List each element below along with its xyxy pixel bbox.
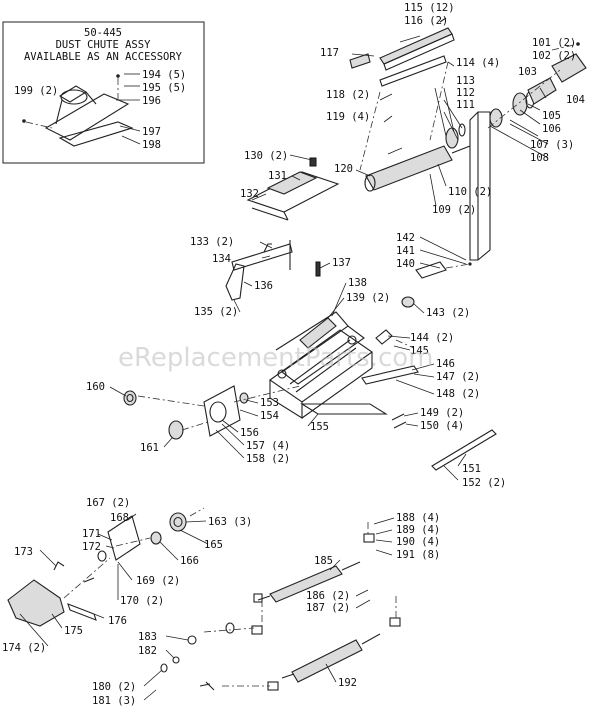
label-196: 196	[142, 95, 161, 107]
label-133: 133 (2)	[190, 236, 234, 248]
label-109: 109 (2)	[432, 204, 476, 216]
label-105: 105	[542, 110, 561, 122]
label-151: 151	[462, 463, 481, 475]
label-142: 142	[396, 232, 415, 244]
label-114: 114 (4)	[456, 57, 500, 69]
label-131: 131	[268, 170, 287, 182]
label-168: 168	[110, 512, 129, 524]
label-169: 169 (2)	[136, 575, 180, 587]
label-119: 119 (4)	[326, 111, 370, 123]
label-139: 139 (2)	[346, 292, 390, 304]
label-135: 135 (2)	[194, 306, 238, 318]
right-hardware	[361, 261, 497, 471]
label-170: 170 (2)	[120, 595, 164, 607]
label-153: 153	[260, 397, 279, 409]
label-167: 167 (2)	[86, 497, 130, 509]
label-175: 175	[64, 625, 83, 637]
label-148: 148 (2)	[436, 388, 480, 400]
main-frame	[269, 261, 388, 419]
label-136: 136	[254, 280, 273, 292]
label-190: 190 (4)	[396, 536, 440, 548]
label-107: 107 (3)	[530, 139, 574, 151]
label-103: 103	[518, 66, 537, 78]
label-194: 194 (5)	[142, 69, 186, 81]
part-labels: 199 (2) 194 (5) 195 (5) 196 197 198 115 …	[2, 2, 585, 707]
label-137: 137	[332, 257, 351, 269]
label-174: 174 (2)	[2, 642, 46, 654]
label-197: 197	[142, 126, 161, 138]
label-130: 130 (2)	[244, 150, 288, 162]
label-134: 134	[212, 253, 231, 265]
gearbox	[7, 507, 205, 627]
top-cover	[246, 157, 340, 221]
label-146: 146	[436, 358, 455, 370]
label-158: 158 (2)	[246, 453, 290, 465]
label-118: 118 (2)	[326, 89, 370, 101]
label-147: 147 (2)	[436, 371, 480, 383]
label-156: 156	[240, 427, 259, 439]
label-198: 198	[142, 139, 161, 151]
label-165: 165	[204, 539, 223, 551]
label-143: 143 (2)	[426, 307, 470, 319]
label-191: 191 (8)	[396, 549, 440, 561]
watermark: eReplacementParts.com	[118, 343, 434, 373]
label-132: 132	[240, 188, 259, 200]
label-183: 183	[138, 631, 157, 643]
label-113: 113	[456, 75, 475, 87]
label-171: 171	[82, 528, 101, 540]
label-106: 106	[542, 123, 561, 135]
label-145: 145	[410, 345, 429, 357]
inset-line-2: DUST CHUTE ASSY	[56, 39, 152, 51]
label-188: 188 (4)	[396, 512, 440, 524]
label-189: 189 (4)	[396, 524, 440, 536]
leader-lines	[19, 35, 549, 701]
label-111: 111	[456, 99, 475, 111]
label-101: 101 (2)	[532, 37, 576, 49]
label-112: 112	[456, 87, 475, 99]
label-149: 149 (2)	[420, 407, 464, 419]
label-120: 120	[334, 163, 353, 175]
inset-line-3: AVAILABLE AS AN ACCESSORY	[24, 51, 183, 63]
label-163: 163 (3)	[208, 516, 252, 528]
label-154: 154	[260, 410, 279, 422]
label-108: 108	[530, 152, 549, 164]
label-155: 155	[310, 421, 329, 433]
label-140: 140	[396, 258, 415, 270]
label-110: 110 (2)	[448, 186, 492, 198]
label-186: 186 (2)	[306, 590, 350, 602]
label-176: 176	[108, 615, 127, 627]
label-116: 116 (2)	[404, 15, 448, 27]
label-195: 195 (5)	[142, 82, 186, 94]
label-185: 185	[314, 555, 333, 567]
label-160: 160	[86, 381, 105, 393]
label-182: 182	[138, 645, 157, 657]
label-199: 199 (2)	[14, 85, 58, 97]
gear-side	[123, 385, 301, 440]
handle-assembly	[225, 240, 293, 301]
label-102: 102 (2)	[532, 50, 576, 62]
label-172: 172	[82, 541, 101, 553]
label-166: 166	[180, 555, 199, 567]
label-115: 115 (12)	[404, 2, 455, 14]
label-173: 173	[14, 546, 33, 558]
label-117: 117	[320, 47, 339, 59]
label-187: 187 (2)	[306, 602, 350, 614]
feed-rollers	[160, 522, 401, 691]
inset-line-1: 50-445	[84, 27, 122, 39]
label-152: 152 (2)	[462, 477, 506, 489]
label-157: 157 (4)	[246, 440, 290, 452]
label-161: 161	[140, 442, 159, 454]
label-180: 180 (2)	[92, 681, 136, 693]
label-150: 150 (4)	[420, 420, 464, 432]
dust-chute-inset: 50-445 DUST CHUTE ASSY AVAILABLE AS AN A…	[2, 21, 205, 164]
label-138: 138	[348, 277, 367, 289]
label-104: 104	[566, 94, 585, 106]
label-141: 141	[396, 245, 415, 257]
label-181: 181 (3)	[92, 695, 136, 707]
label-192: 192	[338, 677, 357, 689]
label-144: 144 (2)	[410, 332, 454, 344]
